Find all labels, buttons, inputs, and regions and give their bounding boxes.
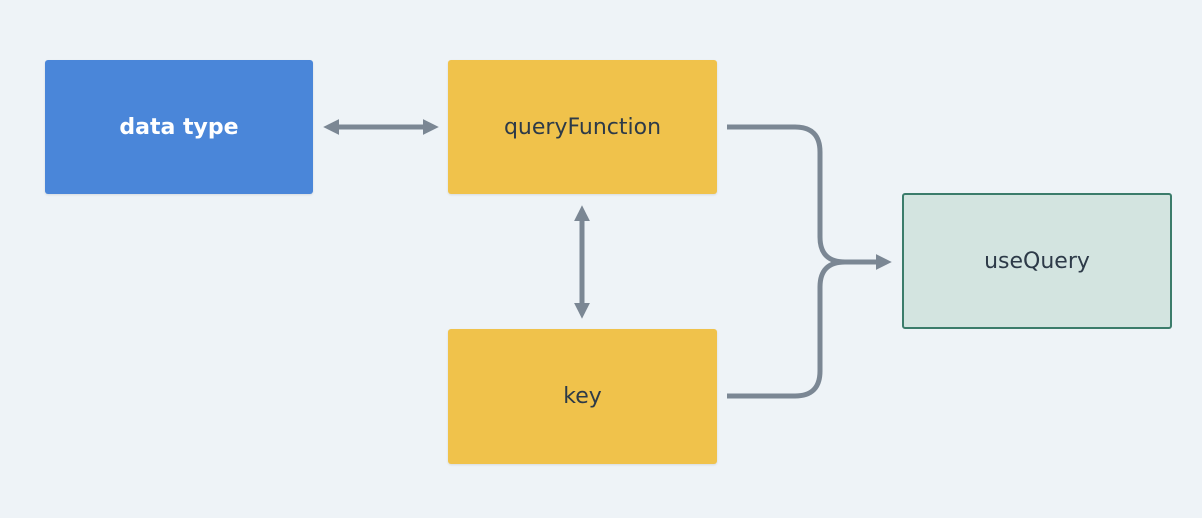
edge-query-function-use-query (727, 124, 846, 265)
node-data-type: data type (45, 60, 313, 194)
node-key: key (448, 329, 717, 464)
node-key-label: key (563, 384, 602, 409)
node-use-query-label: useQuery (984, 248, 1090, 274)
node-use-query: useQuery (902, 193, 1172, 329)
node-data-type-label: data type (119, 114, 239, 140)
node-query-function-label: queryFunction (503, 114, 662, 140)
node-query-function: queryFunction (448, 60, 717, 194)
edge-key-use-query (727, 259, 846, 399)
